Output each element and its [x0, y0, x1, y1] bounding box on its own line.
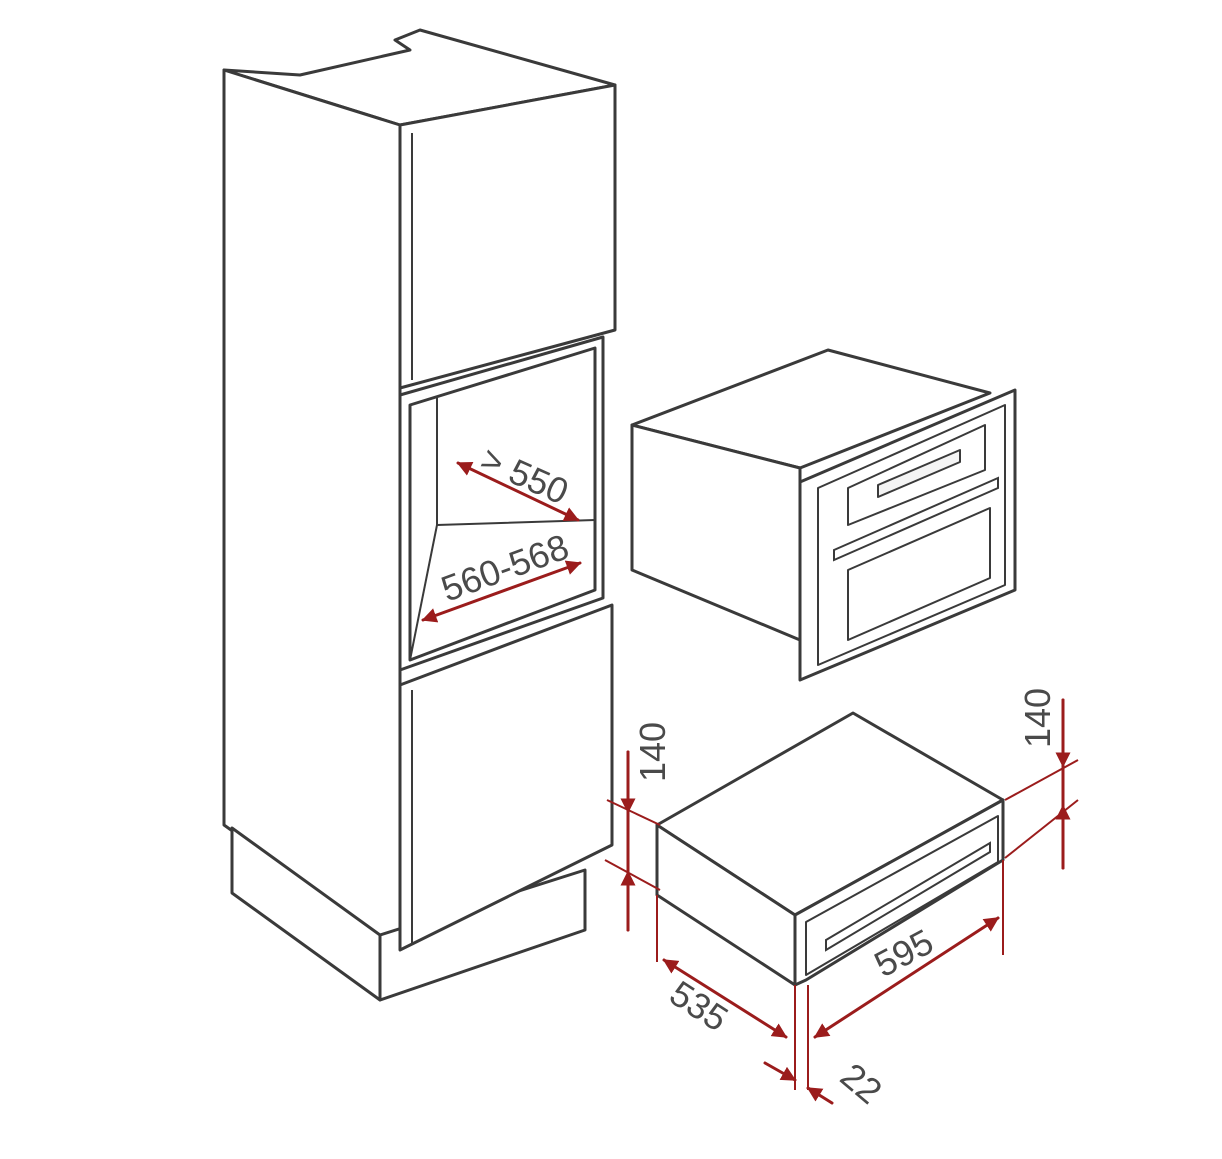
width-arrow — [813, 916, 1000, 1039]
oven-door-window — [847, 507, 991, 641]
niche-width-arrow — [421, 560, 582, 623]
cabinet-upper-door — [398, 83, 617, 390]
height-ext-bottom-right — [1004, 799, 1079, 859]
height-ext-top-right — [1004, 759, 1079, 801]
warming-drawer — [655, 711, 1005, 987]
tall-cabinet — [222, 28, 617, 1002]
depth-label: 535 — [663, 972, 736, 1039]
thickness-arrow-right — [806, 1086, 834, 1105]
height-ext-top-left — [606, 799, 661, 826]
cabinet-lower-door — [398, 603, 614, 952]
oven-display — [877, 449, 961, 498]
thickness-arrow-left — [763, 1061, 797, 1082]
niche-depth-arrow — [456, 461, 580, 522]
height-label-right: 140 — [1017, 688, 1058, 748]
oven-handle — [833, 476, 999, 562]
depth-arrow — [662, 958, 788, 1039]
height-label-left: 140 — [632, 722, 673, 782]
cabinet-side-panel — [222, 68, 402, 952]
thickness-label: 22 — [833, 1055, 890, 1112]
height-ext-bottom-left — [604, 859, 661, 891]
compact-oven — [630, 348, 1017, 682]
